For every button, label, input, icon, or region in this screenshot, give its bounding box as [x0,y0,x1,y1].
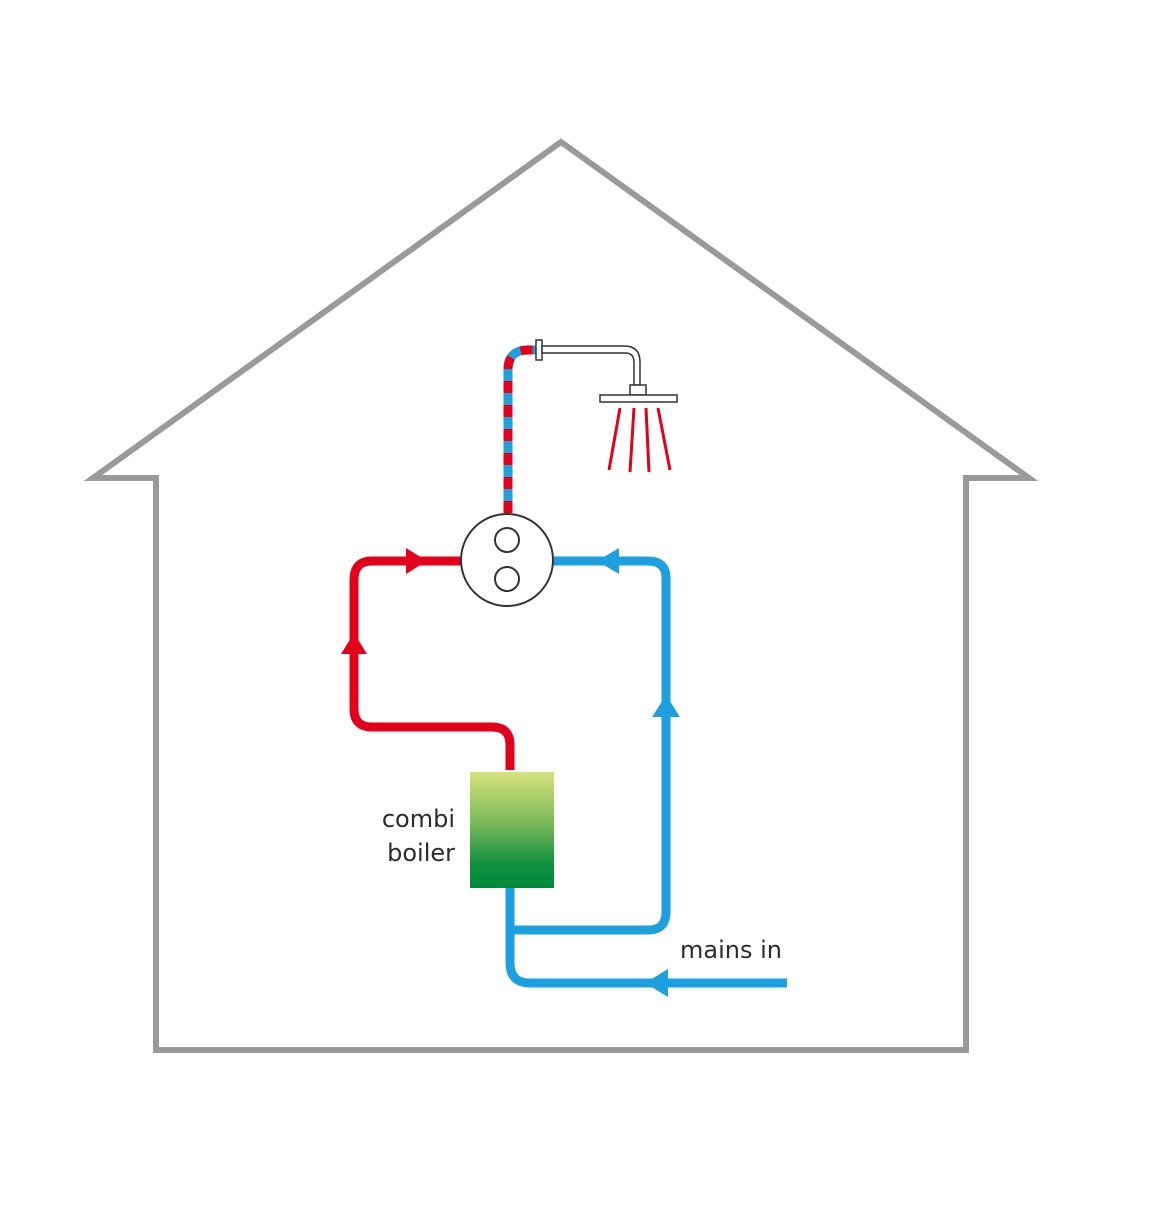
house-outline [83,138,1039,1053]
shower-head [535,339,678,403]
mains-flow-arrow-left [645,969,668,997]
shower-water-spray [607,407,672,473]
combi-boiler [470,772,554,888]
hot-flow-arrow-up [341,633,367,654]
mixer-valve [460,513,554,607]
mixer-control-knob-bottom [494,566,520,592]
mixer-control-knob-top [494,527,520,553]
cold-water-riser-pipe [510,556,671,935]
boiler-label-line2: boiler [387,839,455,867]
cold-flow-arrow-left [597,548,619,574]
hot-water-pipe [349,556,515,770]
cold-water-pipe [505,887,787,988]
boiler-label-line1: combi [382,805,455,833]
cold-flow-arrow-up [652,695,680,717]
hot-flow-arrow-right [406,548,427,574]
mains-in-label: mains in [680,936,782,964]
mixed-water-pipe [503,345,536,513]
